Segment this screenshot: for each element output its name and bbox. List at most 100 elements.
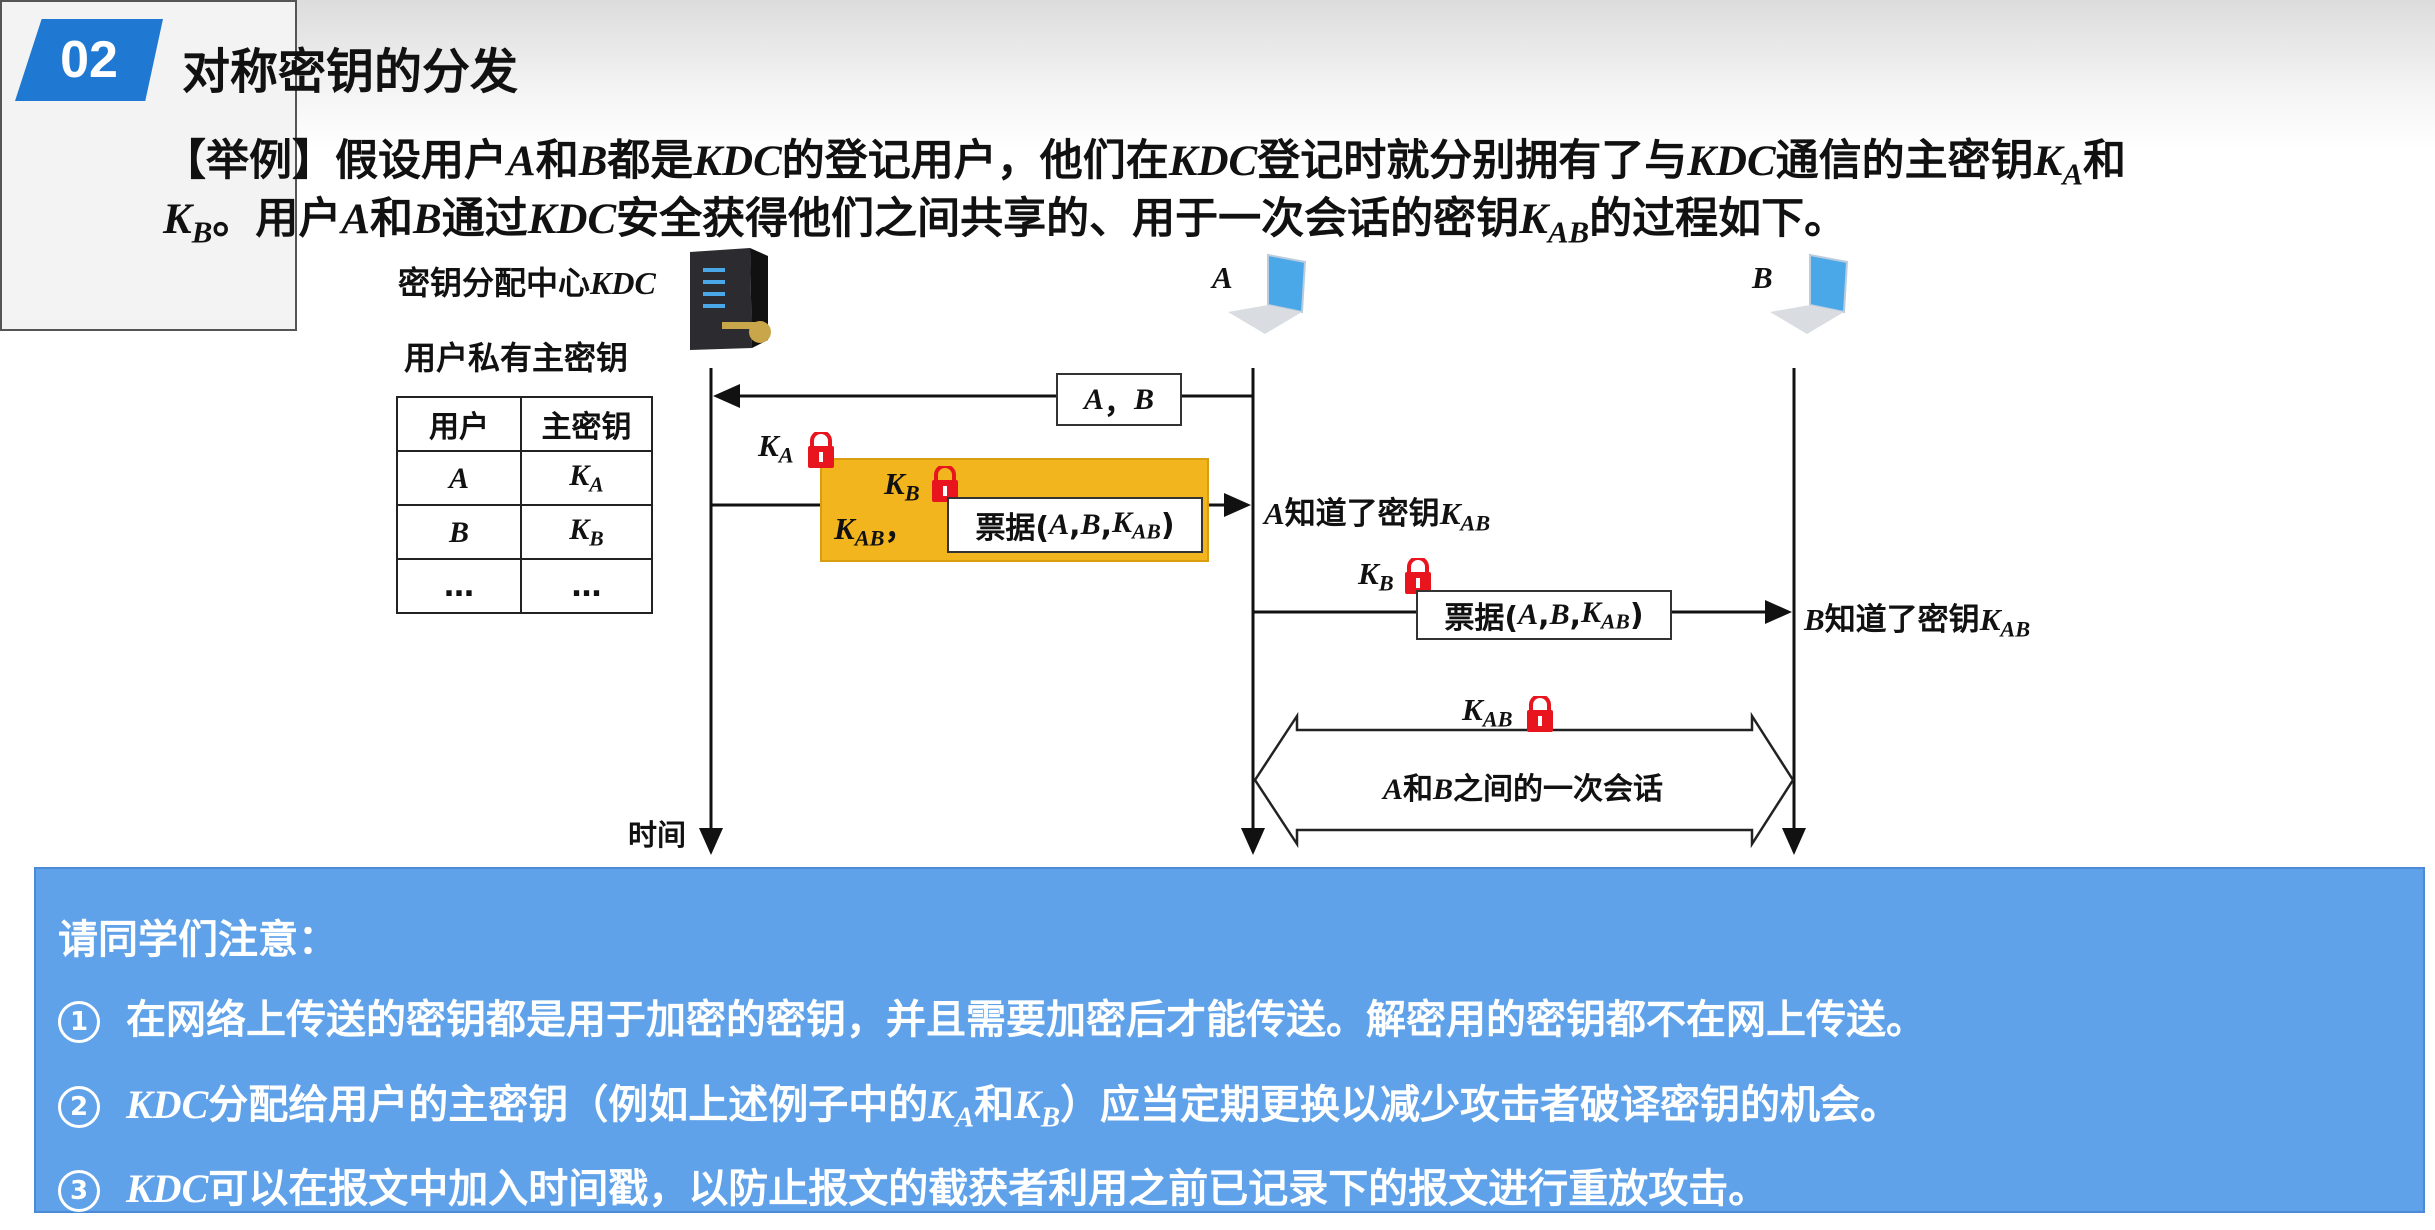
text-segment: , [1538, 597, 1550, 633]
subscript: B [1040, 1101, 1061, 1134]
table-header-row: 用户主密钥 [396, 396, 653, 452]
notice-item: 2 KDC分配给用户的主密钥（例如上述例子中的KA和KB）应当定期更换以减少攻击者… [58, 1072, 1900, 1135]
notice-item: 3 KDC可以在报文中加入时间戳，以防止报文的截获者利用之前已记录下的报文进行重放… [58, 1156, 1768, 1214]
item-number: 3 [58, 1170, 100, 1212]
text-segment: 知道了密钥 [1284, 496, 1440, 532]
text-segment: 票据( [975, 511, 1050, 546]
kab-label: KAB [1462, 692, 1512, 733]
subscript: B [904, 480, 920, 506]
text-segment: 。用户 [212, 194, 342, 244]
header-user: 用户 [396, 396, 522, 452]
table-row: …… [396, 558, 653, 614]
math-variable: KB [163, 196, 213, 250]
subscript: A [2062, 156, 2083, 192]
math-variable: KB [569, 513, 604, 551]
math-variable: KAB [834, 511, 885, 551]
text-segment: 和 [1403, 772, 1433, 807]
math-variable: KAB [1112, 505, 1161, 544]
text-segment: 和 [974, 1082, 1015, 1128]
text-segment: , [1100, 507, 1112, 543]
text-segment: 和 [370, 194, 414, 244]
panel-title: 用户私有主密钥 [404, 339, 629, 377]
math-variable: KAB [1979, 602, 2031, 642]
lock-icon [1527, 696, 1555, 734]
laptop-b-icon [1770, 253, 1849, 334]
text-segment: ) [1629, 597, 1644, 633]
subscript: AB [2000, 616, 2031, 642]
section-badge: 02 [15, 19, 163, 101]
subscript: AB [1547, 214, 1590, 250]
notice-item-text: 在网络上传送的密钥都是用于加密的密钥，并且需要加密后才能传送。解密用的密钥都不在… [126, 997, 1926, 1043]
text-segment: ， [884, 511, 916, 547]
math-variable: A [341, 196, 371, 243]
table-row: B KB [396, 504, 653, 560]
math-variable: KDC [126, 1082, 209, 1127]
subscript: AB [1460, 510, 1491, 536]
intro-line-1: 【举例】假设用户A和B都是KDC的登记用户，他们在KDC登记时就分别拥有了与KD… [163, 126, 2126, 192]
math-variable: B [448, 515, 469, 549]
math-variable: A [1083, 382, 1104, 416]
math-variable: A [1518, 598, 1539, 631]
message-a-b: A，B [1056, 373, 1182, 426]
text-segment: 通过 [441, 194, 528, 244]
math-variable: KB [1014, 1082, 1061, 1134]
text-segment: ）应当定期更换以减少攻击者破译密钥的机会。 [1060, 1082, 1901, 1128]
node-a-label: A [1212, 260, 1233, 296]
math-variable: KDC [126, 1166, 209, 1211]
math-variable: A [1264, 496, 1285, 531]
kdc-label: 密钥分配中心KDC [398, 258, 656, 304]
math-variable: KDC [1687, 138, 1776, 185]
text-segment: , [1569, 597, 1581, 633]
text-segment: 之间的一次会话 [1453, 772, 1664, 807]
math-variable: KAB [1581, 595, 1630, 634]
text-segment: 安全获得他们之间共享的、用于一次会话的密钥 [616, 194, 1520, 244]
math-variable: B [1804, 602, 1825, 637]
page-title: 对称密钥的分发 [182, 44, 519, 100]
subscript: B [1378, 570, 1394, 596]
math-variable: B [578, 138, 608, 185]
math-variable: A [1212, 260, 1233, 295]
session-double-arrow [1253, 711, 1795, 849]
item-number: 2 [58, 1086, 100, 1128]
math-variable: A [1049, 508, 1070, 541]
text-segment: 可以在报文中加入时间戳，以防止报文的截获者利用之前已记录下的报文进行重放攻击。 [208, 1166, 1769, 1212]
text-segment: 通信的主密钥 [1775, 136, 2034, 186]
lock-icon [808, 432, 836, 470]
notice-item-text: KDC可以在报文中加入时间戳，以防止报文的截获者利用之前已记录下的报文进行重放攻… [126, 1166, 1768, 1212]
subscript: AB [854, 525, 885, 551]
math-variable: B [1134, 382, 1155, 416]
math-variable: KB [1358, 556, 1394, 596]
math-variable: KA [928, 1082, 975, 1134]
math-variable: KDC [527, 196, 617, 243]
header-key: 主密钥 [520, 396, 653, 452]
math-variable: B [1433, 773, 1454, 806]
text-segment: 密钥分配中心 [398, 264, 591, 302]
kb-label: KB [1358, 556, 1394, 597]
math-variable: KA [569, 459, 604, 497]
text-segment: … [444, 568, 474, 604]
time-label: 时间 [628, 818, 687, 852]
text-segment: 【举例】假设用户 [163, 136, 507, 186]
text-segment: 票据( [1444, 601, 1519, 636]
math-variable: KAB [1439, 496, 1491, 536]
text-segment: 知道了密钥 [1824, 602, 1980, 638]
subscript: B [191, 214, 213, 250]
text-segment: ， [1104, 385, 1134, 421]
subscript: A [954, 1101, 975, 1134]
cell-key: … [520, 558, 653, 614]
notice-item-text: KDC分配给用户的主密钥（例如上述例子中的KA和KB）应当定期更换以减少攻击者破… [126, 1082, 1901, 1134]
math-variable: KB [884, 466, 920, 506]
text-segment: 在网络上传送的密钥都是用于加密的密钥，并且需要加密后才能传送。解密用的密钥都不在… [126, 997, 1926, 1043]
subscript: AB [1482, 706, 1513, 732]
math-variable: KAB [1519, 196, 1590, 250]
node-b-label: B [1752, 260, 1773, 296]
text-segment: 和 [2082, 136, 2126, 186]
subscript: AB [1601, 609, 1630, 634]
kab-comma-label: KAB， [834, 503, 915, 552]
ticket-box: 票据(A,B,KAB) [947, 497, 1203, 553]
ka-label: KA [758, 428, 794, 469]
math-variable: KDC [693, 138, 782, 185]
text-segment: 都是 [607, 136, 694, 186]
